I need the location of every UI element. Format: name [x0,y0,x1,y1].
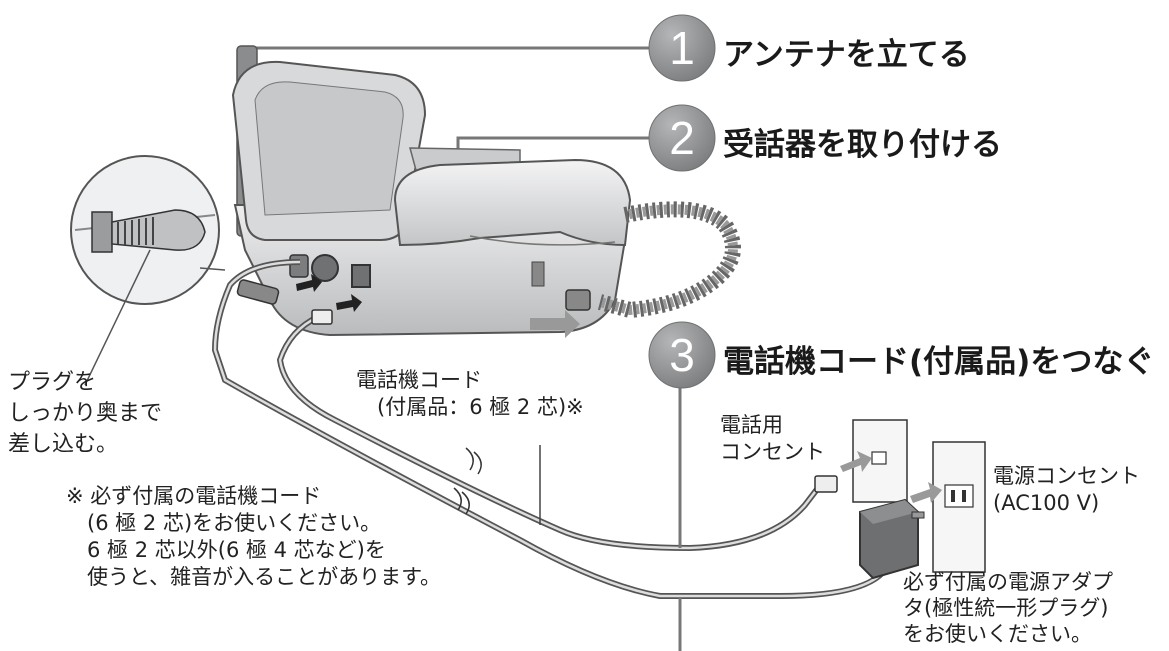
insert-arrow-phone-outlet [840,451,872,472]
phone-cord-label: 電話機コード (付属品：6 極 2 芯)※ [356,368,584,419]
insert-arrow-dc [296,274,322,292]
line-jack [351,264,371,288]
step-2-label: 受話器を取り付ける [723,127,1002,163]
modular-plug-base [311,309,333,325]
step-3-label: 電話機コード(付属品)をつなぐ [723,344,1155,380]
step-1-label: アンテナを立てる [723,37,970,73]
footnote: ※ 必ず付属の電話機コード (6 極 2 芯)をお使いください。 6 極 2 芯… [66,484,442,589]
plug-zoom-inset [70,155,226,305]
insert-arrow-power-outlet [910,482,942,503]
handset-coil-cord [597,201,741,319]
leader-line-plug [84,249,151,386]
step-1-number: 1 [669,22,695,74]
adapter-note: 必ず付属の電源アダプ タ(極性統一形プラグ) をお使いください。 [903,570,1113,646]
plug-insert-note: プラグを しっかり奥まで 差し込む。 [8,370,163,457]
handset [393,158,632,247]
dc-jack [311,254,339,282]
insert-arrow-handset [530,310,580,338]
step-2-number: 2 [669,112,695,164]
modular-plug-wall [814,475,838,493]
power-outlet-label: 電源コンセント (AC100 V) [993,464,1140,515]
step-1-badge: 1 [648,14,716,82]
step-3-number: 3 [669,329,695,381]
dc-plug [236,279,280,305]
phone-outlet-label: 電話用 コンセント [720,413,825,464]
step-3-badge: 3 [648,321,716,389]
step-2-badge: 2 [648,104,716,172]
insert-arrow-line [336,294,362,312]
